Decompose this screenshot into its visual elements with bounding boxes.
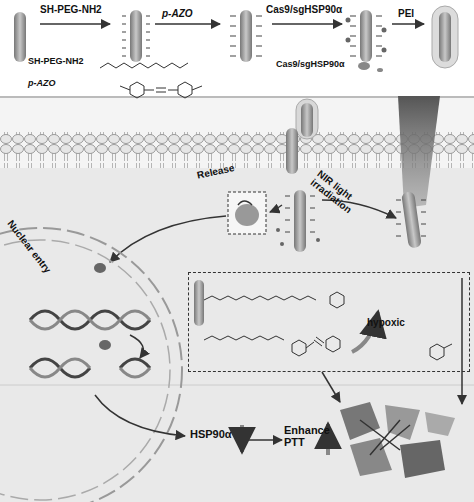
reagent-label: SH-PEG-NH2 (40, 4, 102, 15)
effect-label: Enhance PTT (284, 424, 332, 448)
protein-label: HSP90α (190, 428, 232, 440)
legend-text: p-AZO (28, 79, 56, 89)
legend-text: Cas9/sgHSP90α (276, 60, 345, 70)
reaction-box: hypoxic (188, 272, 470, 372)
reagent-label: PEI (398, 8, 414, 19)
legend-text: SH-PEG-NH2 (28, 57, 84, 67)
reagent-label: p-AZO (162, 8, 193, 19)
condition-text: hypoxic (367, 317, 405, 328)
reagent-label: Cas9/sgHSP90α (266, 4, 342, 15)
